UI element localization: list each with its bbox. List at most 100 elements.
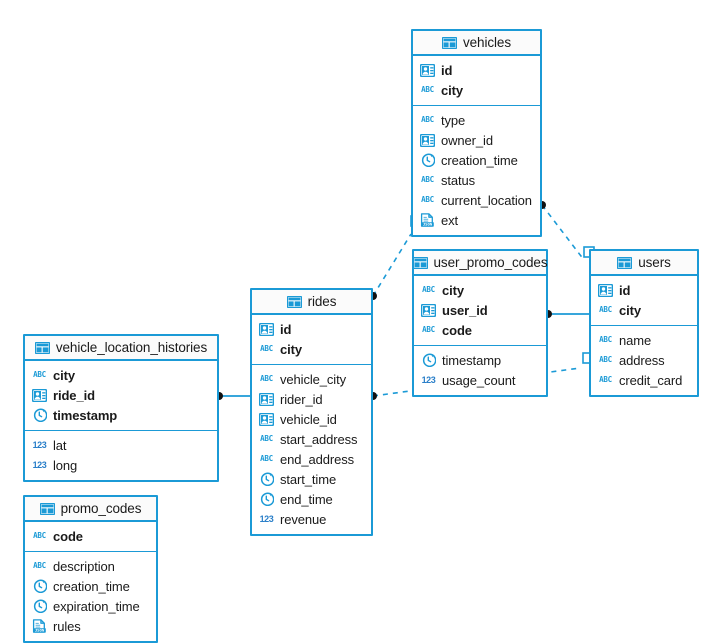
field-name: expiration_time <box>53 598 140 614</box>
field-row[interactable]: timestamp <box>414 350 546 370</box>
field-name: status <box>441 172 476 188</box>
abc-icon: ABC <box>33 370 46 380</box>
field-row[interactable]: vehicle_id <box>252 409 371 429</box>
abc-icon: ABC <box>422 285 435 295</box>
entity-title: rides <box>307 294 337 309</box>
id-card-icon <box>421 303 436 318</box>
field-name: vehicle_id <box>280 411 337 427</box>
field-row[interactable]: ABC city <box>25 365 217 385</box>
field-name: start_time <box>280 471 337 487</box>
field-name: owner_id <box>441 132 493 148</box>
field-name: city <box>280 341 303 357</box>
entity-title: vehicles <box>463 35 511 50</box>
field-row[interactable]: id <box>252 319 371 339</box>
number-icon: 123 <box>421 374 436 385</box>
table-icon <box>39 501 55 516</box>
field-row[interactable]: creation_time <box>413 150 540 170</box>
entity-header[interactable]: user_promo_codes <box>412 251 548 276</box>
field-row[interactable]: 123 usage_count <box>414 370 546 390</box>
relationship-line <box>541 204 585 261</box>
field-row[interactable]: end_time <box>252 489 371 509</box>
field-row[interactable]: 123 revenue <box>252 509 371 529</box>
entity-header[interactable]: promo_codes <box>25 497 156 522</box>
field-row[interactable]: user_id <box>414 300 546 320</box>
field-row[interactable]: start_time <box>252 469 371 489</box>
field-row[interactable]: id <box>413 60 540 80</box>
field-row[interactable]: timestamp <box>25 405 217 425</box>
abc-icon: ABC <box>599 355 612 365</box>
field-name: vehicle_city <box>280 371 346 387</box>
field-row[interactable]: ride_id <box>25 385 217 405</box>
field-row[interactable]: owner_id <box>413 130 540 150</box>
clock-icon <box>259 492 274 507</box>
clock-icon <box>32 579 47 594</box>
field-name: code <box>53 528 83 544</box>
relationship-upc-to-users[interactable] <box>544 310 589 318</box>
field-name: id <box>441 62 453 78</box>
field-name: address <box>619 352 665 368</box>
abc-icon: ABC <box>260 344 273 354</box>
clock-icon <box>421 353 436 368</box>
field-name: usage_count <box>442 372 516 388</box>
id-card-icon <box>420 63 435 78</box>
field-row[interactable]: creation_time <box>25 576 156 596</box>
field-row[interactable]: id <box>591 280 697 300</box>
field-name: creation_time <box>53 578 130 594</box>
field-row[interactable]: ABC address <box>591 350 697 370</box>
entity-header[interactable]: vehicles <box>413 31 540 56</box>
field-name: id <box>280 321 292 337</box>
clock-icon <box>420 153 435 168</box>
field-row[interactable]: expiration_time <box>25 596 156 616</box>
field-name: timestamp <box>53 407 118 423</box>
field-name: revenue <box>280 511 327 527</box>
abc-icon: ABC <box>421 195 434 205</box>
relationship-vlh-to-rides[interactable] <box>215 392 250 400</box>
entity-header[interactable]: vehicle_location_histories <box>25 336 217 361</box>
abc-icon: ABC <box>599 335 612 345</box>
table-icon <box>617 255 633 270</box>
field-name: city <box>619 302 642 318</box>
clock-icon <box>32 408 47 423</box>
abc-icon: ABC <box>599 375 612 385</box>
field-row[interactable]: ABC city <box>252 339 371 359</box>
entity-header[interactable]: rides <box>252 290 371 315</box>
field-name: code <box>442 322 472 338</box>
table-icon <box>442 35 457 50</box>
field-name: city <box>53 367 76 383</box>
number-icon: 123 <box>259 513 274 524</box>
field-name: end_time <box>280 491 333 507</box>
entity-header[interactable]: users <box>591 251 697 276</box>
field-row[interactable]: rider_id <box>252 389 371 409</box>
